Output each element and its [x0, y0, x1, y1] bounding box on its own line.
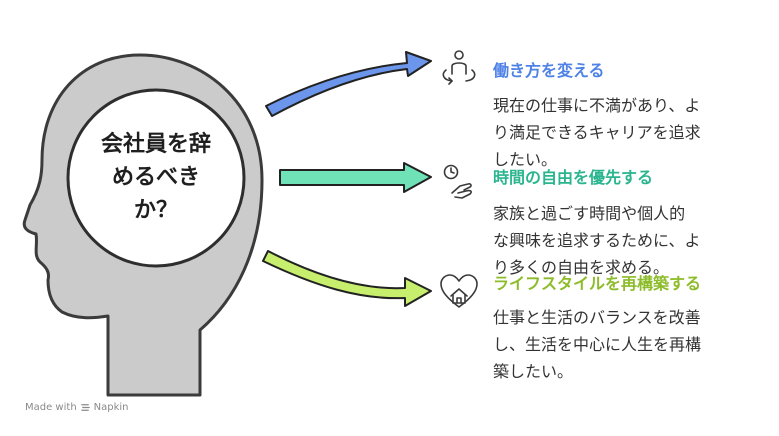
desc-line: 築したい。 [493, 362, 574, 381]
desc-line: 仕事と生活のバランスを改善 [493, 308, 701, 327]
center-question-line: めるべき [111, 165, 200, 190]
arrow-lifestyle [262, 250, 432, 307]
desc-line: な興味を追求するために、よ [493, 231, 701, 250]
desc-change-work: 現在の仕事に不満があり、よ り満足できるキャリアを追求 したい。 [493, 92, 758, 173]
heading-lifestyle: ライフスタイルを再構築する [493, 274, 702, 293]
desc-line: り満足できるキャリアを追求 [493, 123, 701, 142]
heart-house-icon [440, 274, 478, 308]
desc-line: 家族と過ごす時間や個人的 [493, 204, 686, 223]
arrow-change-work [265, 51, 432, 117]
clock-hand-icon [443, 164, 472, 199]
footer-made-with: Made with [25, 402, 77, 413]
heading-time-freedom: 時間の自由を優先する [493, 168, 654, 187]
footer-brand: Napkin [93, 402, 129, 413]
desc-line: し、生活を中心に人生を再構 [493, 335, 702, 354]
desc-line: したい。 [493, 150, 558, 169]
footer-credit: Made with Napkin [25, 402, 129, 413]
center-question-line: 会社員を辞 [100, 132, 211, 157]
desc-time-freedom: 家族と過ごす時間や個人的 な興味を追求するために、よ り多くの自由を求める。 [493, 200, 758, 281]
person-refresh-icon [442, 50, 476, 85]
desc-line: り多くの自由を求める。 [493, 258, 670, 277]
center-circle [66, 88, 246, 268]
center-question-line: か？ [133, 198, 178, 223]
arrow-time-freedom [279, 162, 432, 193]
heading-change-work: 働き方を変える [493, 61, 605, 80]
napkin-logo-icon [80, 404, 90, 411]
center-question: 会社員を辞 めるべき か？ [66, 128, 246, 227]
desc-lifestyle: 仕事と生活のバランスを改善 し、生活を中心に人生を再構 築したい。 [493, 304, 758, 385]
desc-line: 現在の仕事に不満があり、よ [493, 96, 701, 115]
